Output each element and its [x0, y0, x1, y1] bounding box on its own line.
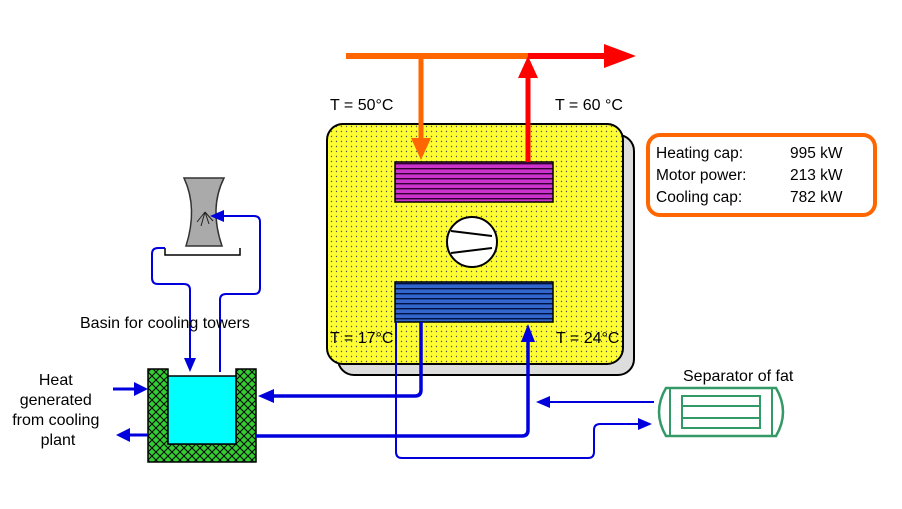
- cooling-tower-icon: [164, 177, 241, 256]
- motor-power-value: 213 kW: [790, 167, 843, 184]
- hot-water-output-line: [518, 44, 636, 162]
- separator-label: Separator of fat: [683, 368, 794, 385]
- return-water-line: [256, 324, 535, 438]
- temp-hot-in: T = 50°C: [330, 97, 393, 114]
- condenser: [394, 161, 554, 203]
- hot-water-supply-line: [346, 53, 528, 160]
- basin-water: [167, 375, 237, 445]
- heat-source-label: Heat generated from cooling plant: [12, 372, 104, 449]
- cooling-tower-loop: [151, 210, 261, 372]
- chilled-water-line: [258, 322, 423, 403]
- compressor-icon: [446, 216, 498, 268]
- fat-separator-icon: [657, 386, 785, 438]
- heat-in-arrow: [113, 382, 148, 396]
- cooling-cap-value: 782 kW: [790, 189, 843, 206]
- evaporator: [394, 281, 554, 323]
- info-box: Heating cap: 995 kW Motor power: 213 kW …: [646, 133, 877, 217]
- cooling-cap-label: Cooling cap:: [656, 189, 742, 206]
- temp-cold-out: T = 17°C: [330, 330, 393, 347]
- temp-cold-in: T = 24°C: [556, 330, 619, 347]
- basin: [147, 368, 257, 463]
- temp-hot-out: T = 60 °C: [555, 97, 623, 114]
- separator-loop: [395, 322, 654, 459]
- heating-cap-value: 995 kW: [790, 145, 843, 162]
- motor-power-label: Motor power:: [656, 167, 746, 184]
- heating-cap-label: Heating cap:: [656, 145, 743, 162]
- basin-label: Basin for cooling towers: [80, 315, 250, 332]
- heat-out-arrow: [116, 428, 148, 442]
